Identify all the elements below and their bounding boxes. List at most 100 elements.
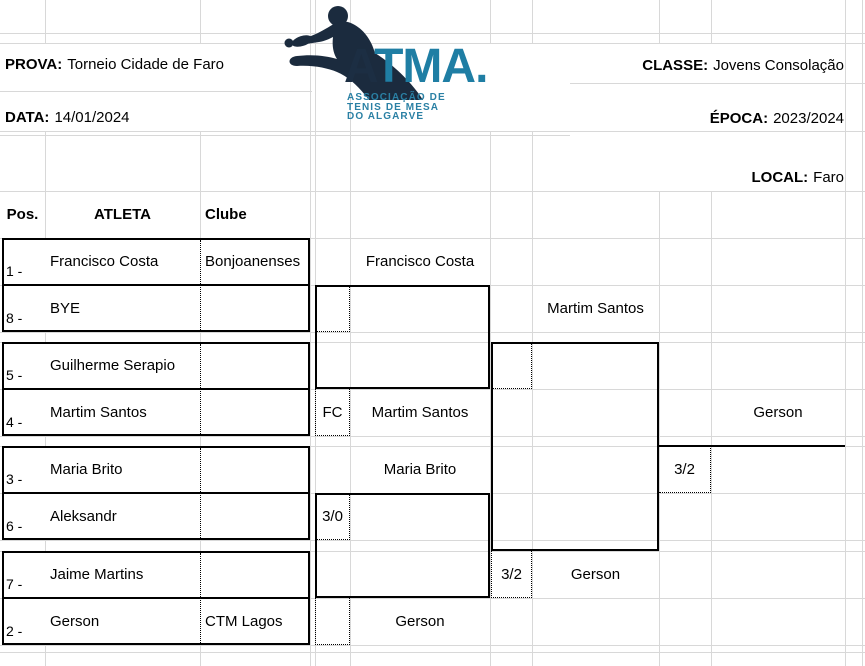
player-name: Maria Brito	[50, 461, 123, 478]
gridline	[45, 332, 46, 342]
atma-subtitle-line: DO ALGARVE	[347, 111, 425, 123]
player-name: Aleksandr	[50, 508, 117, 525]
gridline	[862, 0, 863, 666]
col-header-atleta: ATLETA	[94, 206, 151, 223]
gridline	[200, 0, 201, 43]
gridline	[0, 436, 865, 437]
sf-winner-name: Martim Santos	[547, 300, 644, 317]
player-club: CTM Lagos	[205, 613, 283, 630]
player-club	[205, 551, 308, 598]
col-header-pos: Pos.	[6, 206, 39, 223]
gridline	[45, 436, 46, 446]
gridline	[490, 131, 491, 666]
gridline	[0, 332, 865, 333]
gridline	[200, 645, 201, 666]
gridline	[0, 135, 570, 136]
player-name: Gerson	[50, 613, 100, 630]
qf-score-cell: 3/0	[315, 493, 350, 540]
club-separator-4	[200, 553, 201, 643]
gridline	[490, 0, 491, 43]
qf-winner-name: Maria Brito	[383, 461, 457, 478]
gridline	[0, 645, 865, 646]
final-score-cell: 3/2	[659, 446, 711, 493]
gridline	[200, 540, 201, 551]
gridline	[45, 645, 46, 666]
qf-score-cell	[315, 285, 350, 332]
epoca-value: 2023/2024	[773, 110, 844, 127]
gridline	[0, 446, 865, 447]
gridline	[0, 652, 865, 653]
gridline	[532, 131, 533, 666]
player-name: Guilherme Serapio	[50, 357, 176, 374]
sf-connector-box	[491, 342, 659, 551]
gridline	[659, 191, 660, 666]
wordmark-letters-tma: TMA	[374, 40, 476, 93]
gridline	[200, 131, 201, 238]
gridline	[0, 389, 865, 390]
prova-value: Torneio Cidade de Faro	[67, 56, 224, 73]
gridline	[570, 83, 865, 84]
gridline	[711, 191, 712, 666]
gridline	[350, 0, 351, 666]
wordmark-dot: .	[475, 40, 488, 93]
player-name: BYE	[50, 300, 81, 317]
r2-connector-box-bottom	[315, 493, 490, 598]
seed-label: 8 -	[6, 310, 23, 326]
seed-label: 2 -	[6, 623, 23, 639]
qf-pair-divider-3	[2, 492, 310, 494]
club-separator-2	[200, 344, 201, 434]
qf-pair-divider-4	[2, 597, 310, 599]
epoca-field: ÉPOCA:2023/2024	[710, 110, 844, 127]
prova-label: PROVA:	[5, 56, 63, 73]
classe-field: CLASSE:Jovens Consolação	[642, 57, 844, 74]
gridline	[659, 0, 660, 43]
local-value: Faro	[813, 169, 844, 186]
qf-pair-divider-2	[2, 388, 310, 390]
qf-winner-name: Gerson	[395, 613, 445, 630]
gridline	[45, 131, 46, 238]
gridline	[0, 598, 865, 599]
club-separator-3	[200, 448, 201, 538]
qf-score-cell: FC	[315, 389, 350, 436]
player-club	[205, 342, 308, 389]
atma-subtitle-line: TENIS DE MESA	[347, 101, 440, 113]
epoca-label: ÉPOCA:	[709, 110, 769, 127]
club-separator-1	[200, 240, 201, 330]
player-name: Francisco Costa	[50, 253, 159, 270]
player-club	[205, 446, 308, 493]
gridline	[45, 0, 46, 43]
player-club	[205, 493, 308, 540]
gridline	[0, 131, 865, 132]
gridline	[200, 436, 201, 446]
gridline	[0, 91, 312, 92]
qf-score-cell	[315, 598, 350, 645]
gridline	[0, 43, 865, 44]
table-tennis-player-icon	[284, 6, 423, 101]
player-club	[205, 285, 308, 332]
gridline	[0, 551, 865, 552]
gridline	[0, 238, 865, 239]
seed-label: 5 -	[6, 367, 23, 383]
local-label: LOCAL:	[751, 169, 809, 186]
qf-winner-name: Martim Santos	[371, 404, 469, 421]
sf-winner-name: Gerson	[570, 566, 621, 583]
gridline	[0, 540, 865, 541]
atma-subtitle: ASSOCIAÇÃO DE TENIS DE MESA DO ALGARVE	[347, 93, 446, 122]
data-label: DATA:	[5, 109, 50, 126]
gridline	[532, 0, 533, 43]
player-club: Bonjoanenses	[205, 253, 301, 270]
classe-value: Jovens Consolação	[713, 57, 844, 74]
sf-score-cell: 3/2	[491, 551, 532, 598]
wordmark-letter-a: A	[344, 40, 375, 93]
final-winner-line	[659, 445, 845, 447]
seed-label: 6 -	[6, 518, 23, 534]
gridline	[0, 191, 865, 192]
data-value: 14/01/2024	[54, 109, 130, 126]
atma-wordmark: ATMA.	[344, 40, 488, 93]
gridline	[0, 342, 865, 343]
player-name: Jaime Martins	[50, 566, 144, 583]
gridline	[310, 0, 311, 666]
seed-label: 4 -	[6, 414, 23, 430]
qf-pair-divider-1	[2, 284, 310, 286]
gridline	[845, 0, 846, 666]
